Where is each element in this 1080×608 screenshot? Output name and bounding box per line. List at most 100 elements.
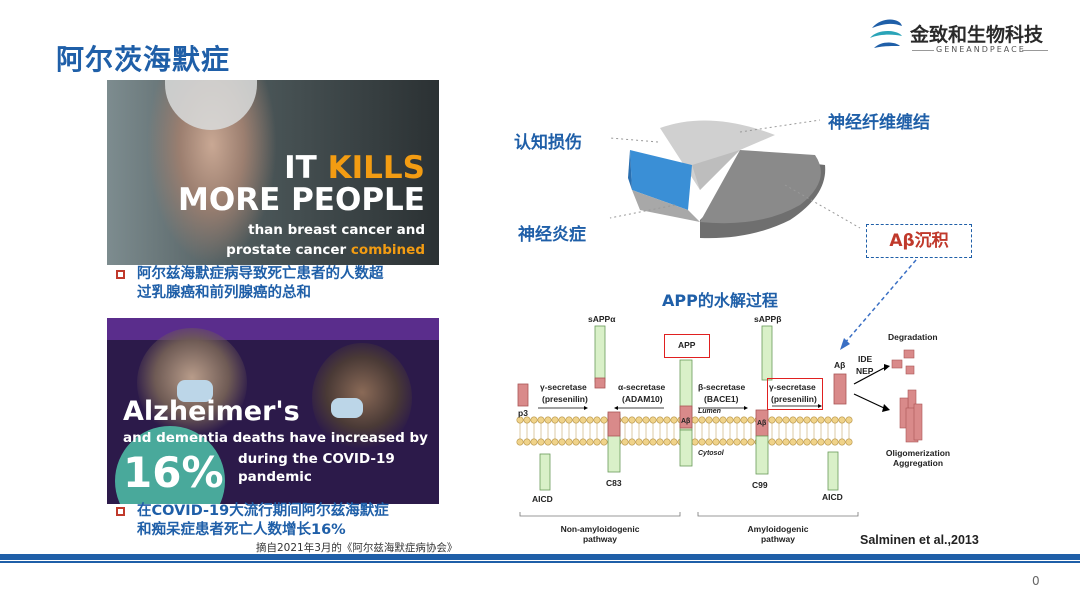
pie-slice-cognitive	[630, 150, 692, 210]
label-cognitive: 认知损伤	[514, 133, 582, 153]
membrane-bead	[768, 416, 776, 424]
lbl-non-amyloid: Non-amyloidogenic pathway	[552, 524, 648, 544]
right-person	[312, 343, 412, 453]
lbl-sappb: sAPPβ	[754, 314, 782, 324]
bullet-text-2: 在COVID-19大流行期间阿尔兹海默症 和痴呆症患者死亡人数增长16%	[137, 502, 389, 540]
membrane-bead	[593, 416, 601, 424]
pie-slice-light-side	[692, 150, 740, 190]
lbl-presenilin2: (presenilin)	[771, 394, 817, 404]
lbl-gamma2: γ-secretase	[769, 382, 816, 392]
lbl-cytosol: Cytosol	[698, 450, 724, 457]
oligo-block-4	[913, 403, 923, 441]
membrane-bead	[656, 438, 664, 446]
membrane-bead	[670, 416, 678, 424]
bullet-square-2	[116, 507, 125, 516]
membrane-bead	[796, 416, 804, 424]
membrane-bead	[838, 416, 846, 424]
membrane-bead	[747, 416, 755, 424]
leader-lines	[609, 119, 861, 229]
membrane-bead	[726, 416, 734, 424]
label-amyloid: Aβ沉积	[889, 231, 949, 251]
bracket-amyloid	[697, 512, 859, 517]
app-diagram: sAPPα sAPPβ APP Aβ p3 γ-secretase (prese…	[512, 310, 974, 550]
membrane-bead	[544, 438, 552, 446]
membrane-bead	[635, 438, 643, 446]
membrane-bead	[635, 416, 643, 424]
lbl-c99: C99	[752, 480, 768, 490]
membrane-bead	[810, 416, 818, 424]
lbl-ab-mid2: Aβ	[757, 420, 767, 427]
lbl-presenilin1: (presenilin)	[542, 394, 588, 404]
bullet2-line1: 在COVID-19大流行期间阿尔兹海默症	[137, 503, 389, 519]
membrane-bead	[579, 416, 587, 424]
label-inflammation: 神经炎症	[518, 225, 586, 245]
label-amyloid-box: Aβ沉积	[866, 224, 972, 258]
membrane-bead	[824, 416, 832, 424]
membrane-bead	[523, 438, 531, 446]
membrane-bead	[558, 416, 566, 424]
left-mask	[177, 380, 213, 402]
membrane-bead	[593, 438, 601, 446]
teal-circle	[115, 426, 225, 504]
membrane-bead	[530, 438, 538, 446]
membrane-bead	[845, 416, 853, 424]
pie-slice-tangles	[660, 120, 775, 190]
frag-p3	[517, 383, 529, 407]
membrane-bead	[663, 416, 671, 424]
membrane-bead	[726, 438, 734, 446]
covid-deaths-image: Alzheimer's and dementia deaths have inc…	[107, 318, 439, 504]
gamma-highlight-box	[767, 378, 823, 410]
membrane-bead	[537, 438, 545, 446]
bullet1-line1: 阿尔兹海默症病导致死亡患者的人数超	[137, 266, 384, 282]
lbl-aicd1: AICD	[532, 494, 553, 504]
membrane-bead	[600, 438, 608, 446]
page-title: 阿尔茨海默症	[56, 43, 231, 76]
frag-c83-red	[607, 411, 621, 437]
frag-aicd2	[827, 451, 839, 491]
arrow-degradation	[853, 367, 885, 385]
logo-name: 金致和生物科技	[910, 24, 1044, 46]
lbl-nep: NEP	[856, 366, 874, 376]
lbl-gamma1: γ-secretase	[540, 382, 587, 392]
label-tangles: 神经纤维缠结	[828, 113, 930, 133]
image2-covid: during the COVID-19	[238, 451, 395, 467]
membrane-bead	[831, 416, 839, 424]
footer-band-thin	[0, 561, 1080, 563]
image2-during: during the COVID-19 pandemic	[238, 450, 395, 486]
membrane-bead	[775, 416, 783, 424]
diagram-title: APP的水解过程	[662, 291, 778, 310]
lbl-nonamy-line1: Non-amyloidogenic	[560, 524, 640, 534]
membrane-bead	[810, 438, 818, 446]
lbl-c83: C83	[606, 478, 622, 488]
membrane-bead	[789, 416, 797, 424]
membrane-svg	[516, 325, 923, 517]
membrane-bead	[642, 438, 650, 446]
logo-subtitle: GENEANDPEACE	[936, 45, 1026, 54]
membrane-bead	[803, 416, 811, 424]
membrane-bead	[565, 416, 573, 424]
membrane-bead	[698, 438, 706, 446]
app-highlight-box	[664, 334, 710, 358]
headline-it: IT	[284, 150, 328, 186]
lbl-ab: Aβ	[834, 360, 846, 370]
membrane-bead	[649, 416, 657, 424]
source-note: 摘自2021年3月的《阿尔兹海默症病协会》	[256, 542, 458, 554]
right-mask	[331, 398, 363, 418]
membrane-bead	[530, 416, 538, 424]
membrane-bead	[572, 416, 580, 424]
bullet2-line2: 和痴呆症患者死亡人数增长16%	[137, 522, 346, 538]
lbl-ide: IDE	[858, 354, 873, 364]
pathology-pie	[628, 120, 826, 239]
membrane-bead	[698, 416, 706, 424]
logo-rule-right	[1022, 50, 1048, 51]
citation: Salminen et al.,2013	[860, 533, 979, 547]
arrow-oligo	[853, 393, 885, 409]
lbl-bace1: (BACE1)	[704, 394, 739, 404]
lbl-beta: β-secretase	[698, 382, 746, 392]
lbl-amy-line2: pathway	[760, 534, 795, 544]
image2-increased: and dementia deaths have increased by	[123, 430, 428, 446]
membrane-bead	[649, 438, 657, 446]
membrane-bead	[733, 416, 741, 424]
membrane-bead	[817, 438, 825, 446]
logo-icon	[870, 19, 902, 48]
